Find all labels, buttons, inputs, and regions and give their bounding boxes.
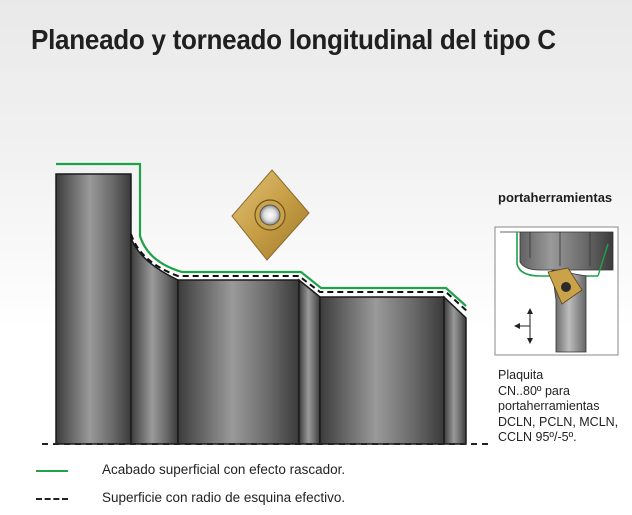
workpiece	[55, 173, 467, 445]
holder-description-line: CN..80º para	[498, 383, 570, 398]
holder-description: Plaquita CN..80º para portaherramientas …	[498, 368, 630, 446]
radius-path-dashed	[130, 233, 469, 313]
workpiece-section-4	[298, 278, 321, 445]
holder-title: portaherramientas	[498, 190, 613, 205]
finish-path-green	[56, 162, 467, 307]
legend-label: Superficie con radio de esquina efectivo…	[102, 490, 346, 505]
legend-label: Acabado superficial con efecto rascador.	[102, 462, 346, 477]
workpiece-section-1	[55, 173, 132, 445]
insert-icon	[231, 169, 310, 261]
page-title: Planeado y torneado longitudinal del tip…	[31, 24, 556, 55]
tool-holder-illustration	[494, 226, 619, 356]
dashed-line-swatch-icon	[36, 498, 68, 500]
solid-line-swatch-icon	[36, 470, 68, 472]
workpiece-section-3	[177, 279, 300, 445]
workpiece-section-6	[443, 295, 467, 445]
workpiece-section-5	[319, 296, 445, 445]
holder-description-line: CCLN 95º/-5º.	[498, 430, 577, 444]
holder-description-line: DCLN, PCLN, MCLN,	[498, 414, 619, 429]
holder-description-line: portaherramientas	[498, 399, 600, 413]
holder-description-line: Plaquita	[498, 368, 544, 382]
